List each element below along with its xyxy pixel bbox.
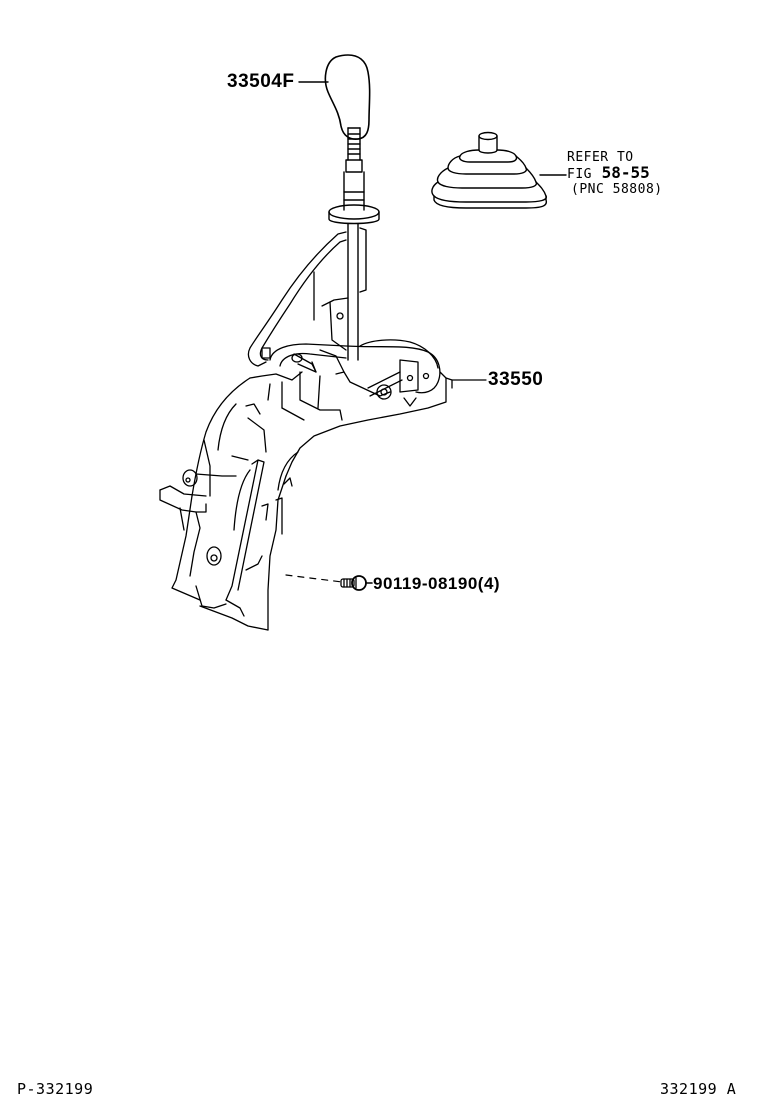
bolt-part [341,576,372,590]
boot-reference-pnc: (PNC 58808) [571,182,663,197]
boot-reference-line2[interactable]: FIG 58-55 [567,163,650,182]
lever-shaft [329,128,379,360]
shift-lever-housing-part [160,232,452,630]
callout-bolt[interactable]: 90119-08190(4) [373,575,500,592]
footer-figure-code: 332199 A [660,1080,737,1098]
callout-bolt-part-number[interactable]: 90119-08190 [373,574,478,593]
boot-reference-line1: REFER TO [567,150,634,165]
boot-reference-fig-link[interactable]: 58-55 [601,163,650,182]
shift-knob-part [325,55,369,139]
shift-boot-part [432,133,546,209]
bolt-dashed-leader [286,575,342,582]
callout-bolt-quantity: (4) [477,574,501,593]
callout-housing-part-number[interactable]: 33550 [488,369,544,390]
callout-knob-part-number[interactable]: 33504F [227,71,295,92]
boot-reference-fig-prefix: FIG [567,167,592,182]
footer-illustration-code: P-332199 [17,1080,94,1098]
